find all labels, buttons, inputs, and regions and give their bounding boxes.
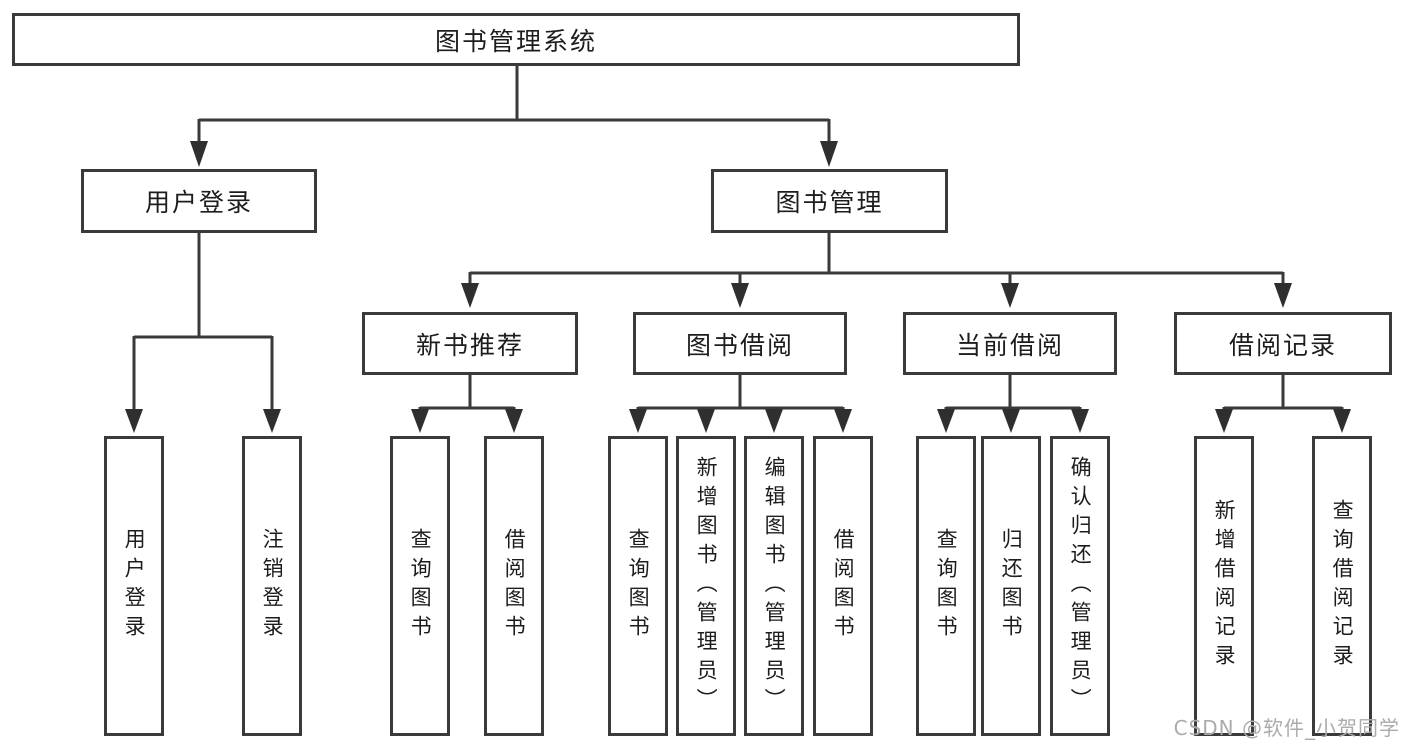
leaf-query-books-current: 查询图书 bbox=[916, 436, 976, 736]
node-label: 编辑图书（管理员） bbox=[762, 455, 787, 717]
leaf-confirm-return-admin: 确认归还（管理员） bbox=[1050, 436, 1110, 736]
node-label: 查询图书 bbox=[408, 528, 433, 644]
node-label: 查询借阅记录 bbox=[1330, 499, 1355, 673]
leaf-edit-books-admin: 编辑图书（管理员） bbox=[744, 436, 804, 736]
leaf-query-books-newbooks: 查询图书 bbox=[390, 436, 450, 736]
node-label: 当前借阅 bbox=[955, 330, 1064, 360]
connector-borrow-records-to-leaves bbox=[1215, 375, 1351, 433]
node-label: 查询图书 bbox=[934, 528, 959, 644]
node-label: 图书管理系统 bbox=[434, 26, 597, 56]
connector-new-books-to-leaves bbox=[411, 375, 523, 433]
node-book-borrowing: 图书借阅 bbox=[633, 312, 847, 375]
connector-user-login-to-leaves bbox=[125, 232, 281, 433]
node-label: 借阅图书 bbox=[502, 528, 527, 644]
leaf-query-books-borrow: 查询图书 bbox=[608, 436, 668, 736]
node-label: 用户登录 bbox=[122, 528, 147, 644]
node-user-login: 用户登录 bbox=[81, 169, 317, 233]
node-borrowing-records: 借阅记录 bbox=[1174, 312, 1392, 375]
node-label: 用户登录 bbox=[144, 188, 253, 217]
leaf-query-borrow-record: 查询借阅记录 bbox=[1312, 436, 1372, 736]
connector-book-mgmt-to-level3 bbox=[461, 232, 1292, 308]
node-label: 图书借阅 bbox=[685, 330, 794, 360]
node-label: 查询图书 bbox=[626, 528, 651, 644]
leaf-add-books-admin: 新增图书（管理员） bbox=[676, 436, 736, 736]
node-label: 图书管理 bbox=[775, 188, 884, 217]
leaf-user-login: 用户登录 bbox=[104, 436, 164, 736]
leaf-borrow-books-newbooks: 借阅图书 bbox=[484, 436, 544, 736]
node-label: 归还图书 bbox=[999, 528, 1024, 644]
connector-book-borrow-to-leaves bbox=[629, 375, 852, 433]
connector-root-to-level2 bbox=[190, 66, 838, 167]
node-new-book-recommendation: 新书推荐 bbox=[362, 312, 578, 375]
node-label: 新增借阅记录 bbox=[1212, 499, 1237, 673]
node-book-management: 图书管理 bbox=[711, 169, 948, 233]
leaf-return-books: 归还图书 bbox=[981, 436, 1041, 736]
leaf-add-borrow-record: 新增借阅记录 bbox=[1194, 436, 1254, 736]
node-label: 确认归还（管理员） bbox=[1068, 455, 1093, 717]
node-book-management-system: 图书管理系统 bbox=[12, 13, 1020, 66]
node-label: 注销登录 bbox=[260, 528, 285, 644]
leaf-logout: 注销登录 bbox=[242, 436, 302, 736]
node-current-borrowing: 当前借阅 bbox=[903, 312, 1117, 375]
node-label: 新增图书（管理员） bbox=[694, 455, 719, 717]
connector-current-borrow-to-leaves bbox=[937, 375, 1089, 433]
node-label: 借阅记录 bbox=[1228, 330, 1337, 360]
leaf-borrow-books: 借阅图书 bbox=[813, 436, 873, 736]
node-label: 新书推荐 bbox=[415, 330, 524, 360]
node-label: 借阅图书 bbox=[831, 528, 856, 644]
csdn-watermark: CSDN @软件_小贺同学 bbox=[1173, 716, 1400, 740]
